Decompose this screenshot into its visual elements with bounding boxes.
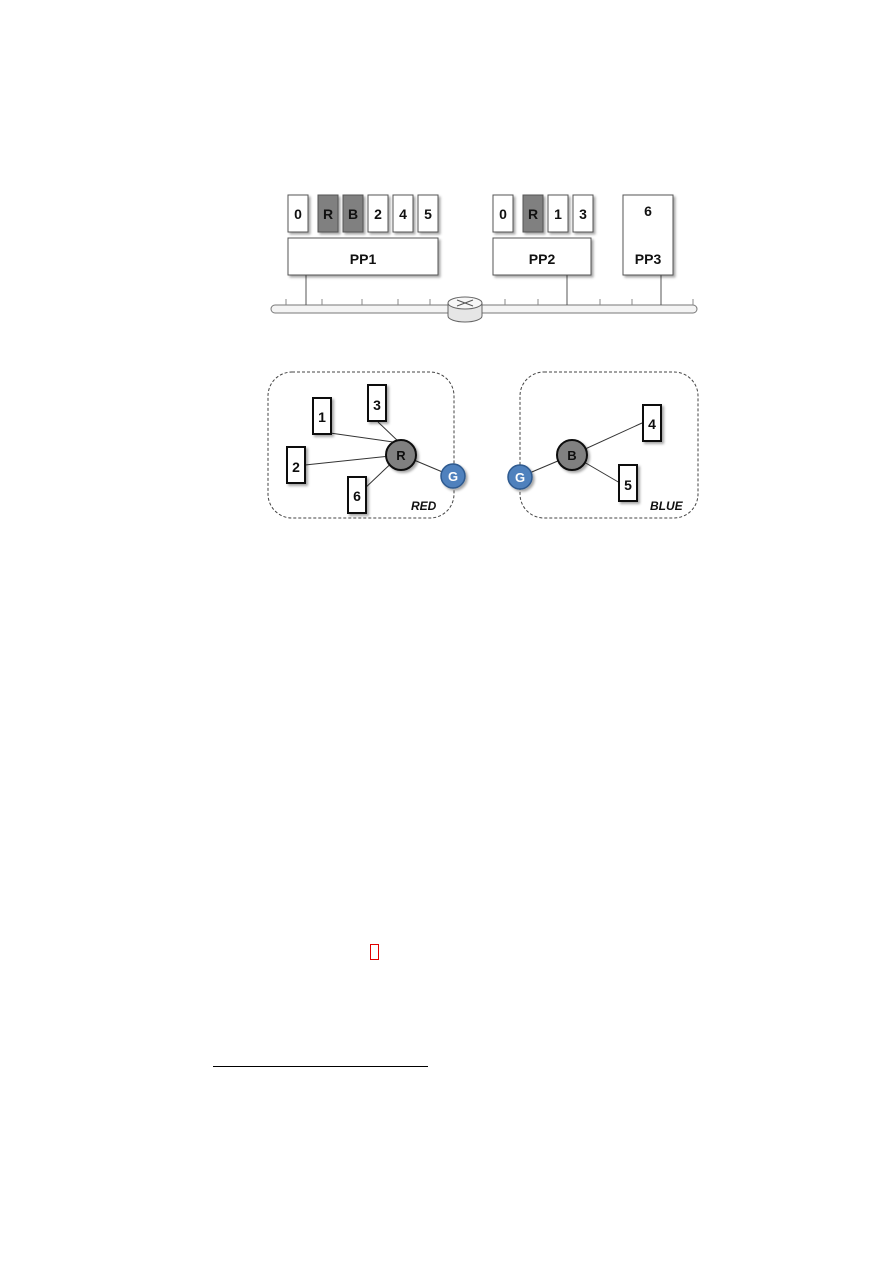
bus-ticks — [285, 299, 694, 305]
router-node-r: R — [385, 439, 417, 471]
member-4: 4 — [642, 404, 662, 442]
vm-5: 5 — [417, 194, 439, 233]
svg-text:G: G — [448, 469, 458, 484]
member-5: 5 — [618, 464, 638, 502]
domain-red: 3 1 2 6 R G RED — [267, 371, 466, 519]
host-pp3: PP3 — [622, 194, 674, 305]
svg-text:R: R — [396, 448, 406, 463]
svg-text:5: 5 — [624, 477, 632, 493]
member-1: 1 — [312, 397, 332, 435]
vm-label: R — [323, 206, 333, 222]
domain-blue: G B 4 5 BLUE — [507, 371, 699, 519]
svg-text:G: G — [515, 470, 525, 485]
gateway-node: G — [440, 463, 466, 489]
host-pp2: PP2 — [492, 237, 592, 305]
vm-0: 0 — [287, 194, 309, 233]
svg-text:3: 3 — [373, 397, 381, 413]
svg-text:4: 4 — [648, 416, 656, 432]
host-box — [287, 237, 439, 276]
vm-label: 0 — [499, 206, 507, 222]
vm-0: 0 — [492, 194, 514, 233]
missing-glyph-box — [370, 944, 379, 960]
vm-router-r: R — [317, 194, 339, 233]
footnote-separator — [213, 1066, 428, 1067]
vm-3: 3 — [572, 194, 594, 233]
vm-label: 4 — [399, 206, 407, 222]
domain-label: RED — [411, 499, 437, 513]
host-label: PP2 — [529, 251, 556, 267]
vm-label: 3 — [579, 206, 587, 222]
vm-label: 1 — [554, 206, 562, 222]
vm-6: 6 — [644, 203, 652, 219]
domain-label: BLUE — [650, 499, 684, 513]
svg-text:6: 6 — [353, 488, 361, 504]
domain-boundary — [519, 371, 699, 519]
svg-text:2: 2 — [292, 459, 300, 475]
router-node-b: B — [556, 439, 588, 471]
router-icon — [447, 296, 483, 323]
member-6: 6 — [347, 476, 367, 514]
vm-4: 4 — [392, 194, 414, 233]
vm-label: 6 — [644, 203, 652, 219]
host-pp1: PP1 — [287, 237, 439, 305]
vm-label: 5 — [424, 206, 432, 222]
host-box — [622, 194, 674, 276]
vm-label: R — [528, 206, 538, 222]
member-2: 2 — [286, 446, 306, 484]
vm-label: 0 — [294, 206, 302, 222]
vm-label: 2 — [374, 206, 382, 222]
vm-label: B — [348, 206, 358, 222]
host-label: PP1 — [350, 251, 377, 267]
host-label: PP3 — [635, 251, 662, 267]
virtual-layer: 3 1 2 6 R G RED — [267, 371, 699, 519]
svg-text:1: 1 — [318, 409, 326, 425]
svg-text:B: B — [567, 448, 576, 463]
vm-router-r: R — [522, 194, 544, 233]
gateway-node: G — [507, 464, 533, 490]
member-3: 3 — [367, 384, 387, 422]
network-bus — [270, 304, 698, 314]
vm-1: 1 — [547, 194, 569, 233]
host-box — [492, 237, 592, 276]
vm-2: 2 — [367, 194, 389, 233]
vm-router-b: B — [342, 194, 364, 233]
